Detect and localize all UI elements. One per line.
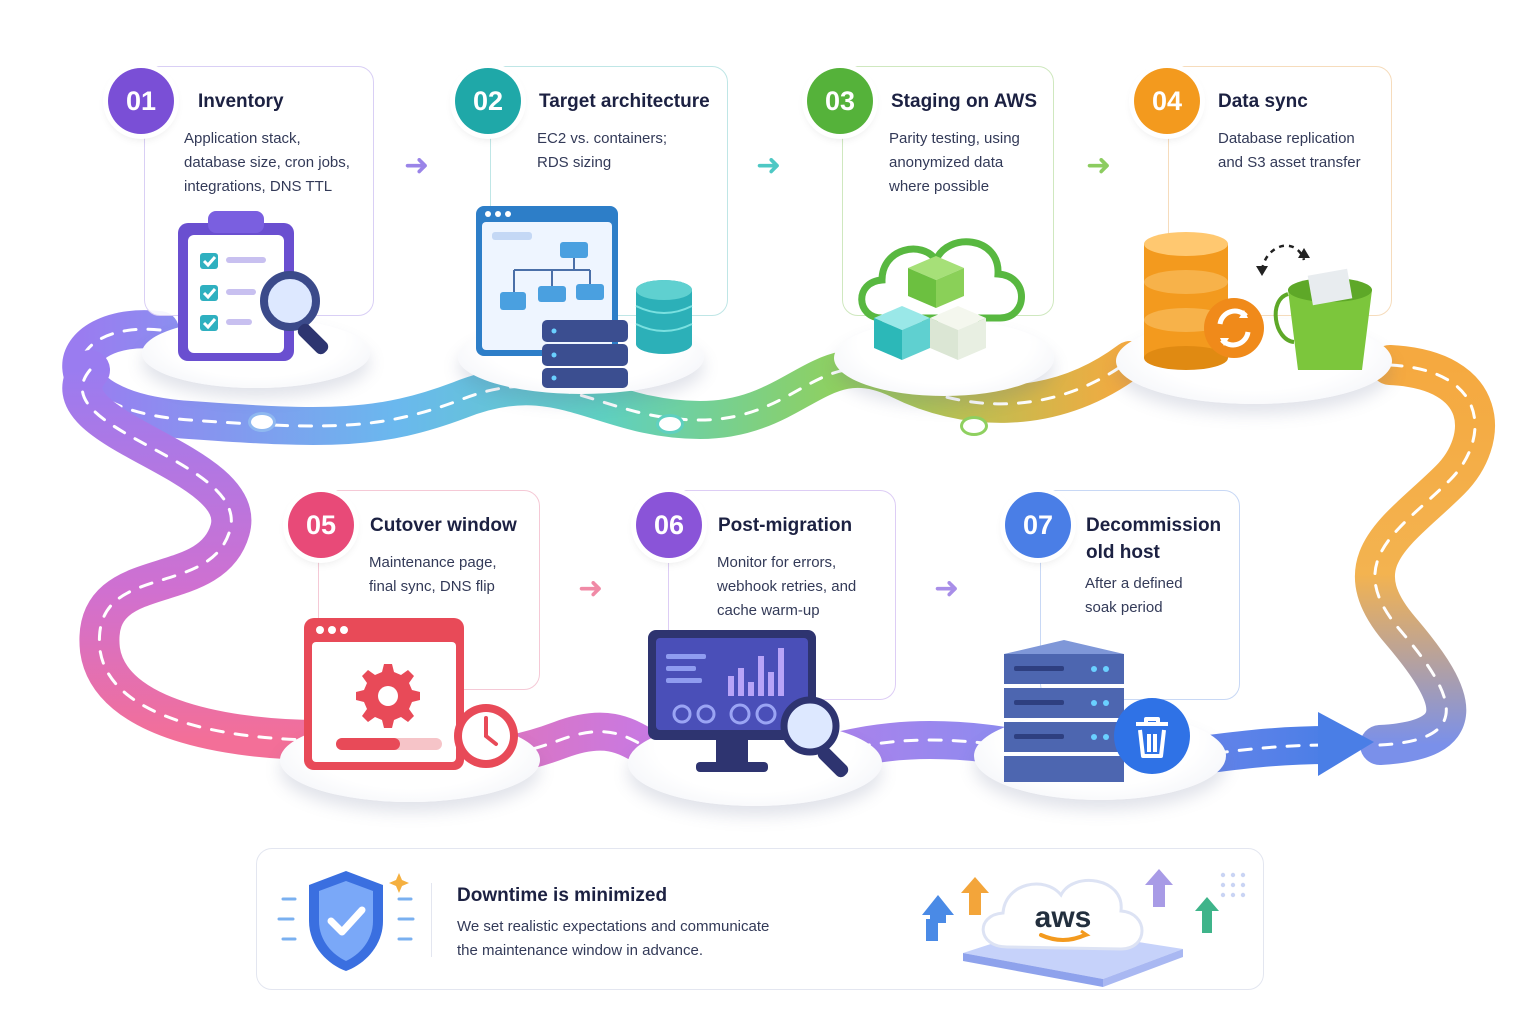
footer-title: Downtime is minimized (457, 885, 668, 906)
step-badge-05: 05 (288, 492, 354, 558)
step-badge-06: 06 (636, 492, 702, 558)
arrow-right-icon: ➜ (578, 572, 604, 605)
arrow-right-icon: ➜ (1086, 149, 1112, 182)
maintenance-clock-icon (304, 618, 518, 770)
step-badge-04: 04 (1134, 68, 1200, 134)
shield-check-icon (277, 871, 415, 971)
step-title-06: Post-migration (718, 515, 853, 536)
step-title-03: Staging on AWS (891, 91, 1038, 112)
aws-logo-text: aws (1035, 901, 1092, 934)
step-badge-02: 02 (455, 68, 521, 134)
footer-divider (431, 883, 432, 957)
clipboard-checklist-icon (178, 211, 329, 361)
footer-panel: Downtime is minimized We set realistic e… (256, 848, 1264, 990)
road-node (248, 412, 276, 432)
step-desc-01: Application stack,database size, cron jo… (184, 130, 350, 195)
step-title-05: Cutover window (370, 515, 517, 536)
road-node (656, 414, 684, 434)
footer-description: We set realistic expectations and commun… (457, 918, 770, 959)
step-badge-01: 01 (108, 68, 174, 134)
step-title-04: Data sync (1218, 91, 1308, 112)
step-badge-07: 07 (1005, 492, 1071, 558)
arrow-right-icon: ➜ (404, 149, 430, 182)
aws-cloud-icon: aws (922, 869, 1246, 987)
database-sync-icon (1144, 232, 1372, 370)
arrow-right-icon: ➜ (934, 572, 960, 605)
monitor-dashboard-icon (648, 630, 849, 778)
step-badge-03: 03 (807, 68, 873, 134)
step-title-02: Target architecture (539, 91, 710, 112)
arrow-right-icon: ➜ (756, 149, 782, 182)
step-title-01: Inventory (198, 91, 284, 112)
step-desc-02: EC2 vs. containers;RDS sizing (537, 130, 668, 171)
server-delete-icon (1004, 640, 1190, 782)
road-node (960, 416, 988, 436)
step-desc-05: Maintenance page,final sync, DNS flip (369, 554, 497, 595)
architecture-diagram-icon (476, 206, 693, 388)
road-end-arrow (1318, 712, 1374, 776)
cloud-cubes-icon (858, 238, 1025, 360)
